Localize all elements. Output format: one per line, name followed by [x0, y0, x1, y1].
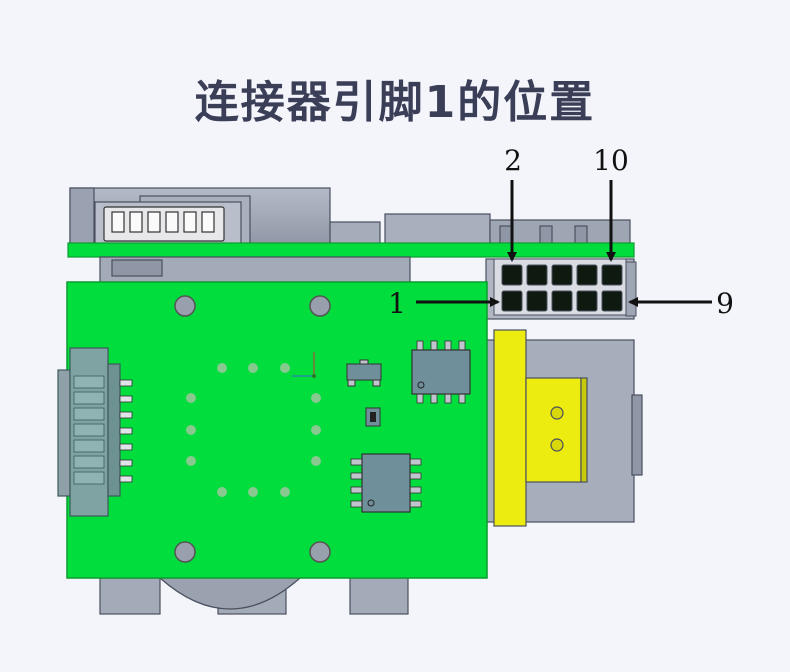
- connector-slot: [73, 471, 105, 485]
- header-pin: [576, 290, 598, 312]
- pcb-pad: [217, 363, 227, 373]
- header-pin: [551, 264, 573, 286]
- pcb-pad: [186, 425, 196, 435]
- right-side-module: [485, 329, 643, 527]
- top-pcb-edge: [67, 242, 635, 258]
- header-pin: [601, 290, 623, 312]
- chip-body: [361, 453, 411, 513]
- label-pin-10: 10: [593, 144, 629, 177]
- chip-lead: [350, 458, 364, 466]
- connector-pin: [119, 475, 133, 483]
- page-title: 连接器引脚1的位置: [194, 77, 596, 128]
- pcb-pad: [311, 456, 321, 466]
- bottom-housing: [99, 577, 409, 615]
- chip-lead: [350, 486, 364, 494]
- header-pin: [526, 264, 548, 286]
- connector-pin: [119, 443, 133, 451]
- header-pin: [601, 264, 623, 286]
- connector-slot: [73, 455, 105, 469]
- label-pin-9: 9: [716, 287, 734, 320]
- pcb-pad: [248, 487, 258, 497]
- label-pin-1: 1: [388, 287, 406, 320]
- origin-marker: [292, 352, 316, 378]
- sot23-chip: [346, 359, 382, 387]
- connector-slot: [73, 375, 105, 389]
- header-pin: [576, 264, 598, 286]
- soic8-chip-upper: [411, 340, 471, 404]
- chip-lead: [408, 472, 422, 480]
- chip-lead: [350, 472, 364, 480]
- pcb-pad: [217, 487, 227, 497]
- header-pin: [501, 264, 523, 286]
- small-component-mark: [370, 412, 376, 422]
- connector-slot: [73, 391, 105, 405]
- pcb-pad: [248, 363, 258, 373]
- header-pin: [551, 290, 573, 312]
- pcb-pad: [311, 425, 321, 435]
- label-pin-2: 2: [504, 144, 522, 177]
- chip-lead: [350, 500, 364, 508]
- chip-lead: [408, 486, 422, 494]
- header-pin: [501, 290, 523, 312]
- left-connector-pins: [73, 375, 133, 485]
- connector-slot: [73, 407, 105, 421]
- top-6pin-connector: [103, 206, 225, 242]
- middle-housing: [99, 256, 411, 284]
- connector-slot: [73, 423, 105, 437]
- chip-pin1-dot: [417, 381, 425, 389]
- pin-arrows: [416, 180, 712, 307]
- connector-pin: [119, 395, 133, 403]
- chip-body: [411, 349, 471, 395]
- pcb-pad: [186, 393, 196, 403]
- pcb-pad: [280, 363, 290, 373]
- connector-pin: [119, 411, 133, 419]
- connector-pin: [119, 427, 133, 435]
- chip-lead: [408, 458, 422, 466]
- connector-pin: [119, 459, 133, 467]
- chip-pin1-dot: [367, 499, 375, 507]
- chip-lead: [408, 500, 422, 508]
- main-pcb: [66, 281, 488, 579]
- mounting-holes: [174, 295, 331, 563]
- pin-grid: [501, 264, 623, 312]
- connector-slot: [73, 439, 105, 453]
- connector-pin: [119, 379, 133, 387]
- pcb-pad: [311, 393, 321, 403]
- pcb-pad: [186, 456, 196, 466]
- soic8-chip-lower: [350, 453, 422, 513]
- header-pin: [526, 290, 548, 312]
- pad-ring: [186, 363, 321, 497]
- pcb-pad: [280, 487, 290, 497]
